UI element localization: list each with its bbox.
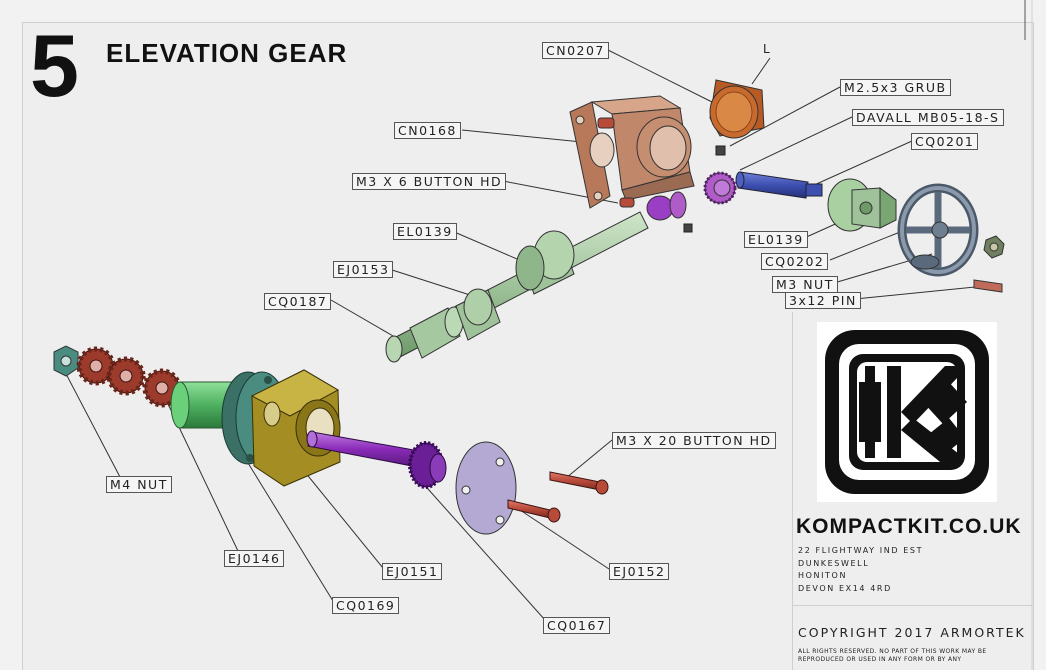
label-m3-nut: M3 NUT — [772, 276, 838, 293]
part-blue-shaft — [735, 171, 823, 199]
leader-cn0168 — [461, 129, 583, 143]
label-cq0202: CQ0202 — [761, 253, 829, 270]
label-ej0146: EJ0146 — [224, 550, 285, 567]
leader-davall — [739, 116, 853, 171]
part-m3x6-screw — [619, 197, 635, 208]
address-line: HONITON — [798, 571, 848, 580]
label-el0139-left: EL0139 — [393, 223, 457, 240]
part-grub-screw — [715, 145, 726, 156]
leader-l — [751, 57, 771, 85]
leader-m25x3-grub — [729, 86, 841, 147]
leader-pin — [854, 286, 976, 300]
part-cq0202-handwheel — [897, 183, 979, 277]
label-m3x20-button: M3 X 20 BUTTON HD — [612, 432, 776, 449]
logo-icon — [825, 330, 989, 494]
leader-lines — [63, 49, 976, 621]
leader-ej0153 — [388, 268, 471, 296]
part-ej0152-plate — [455, 441, 517, 535]
right-margin — [1046, 0, 1063, 670]
label-ej0153: EJ0153 — [333, 261, 394, 278]
part-purple-bush — [646, 191, 687, 221]
leader-m4-nut — [63, 369, 121, 478]
label-davall: DAVALL MB05-18-S — [852, 109, 1004, 126]
leader-cq0202 — [829, 227, 911, 261]
step-number: 5 — [30, 16, 79, 115]
part-ej0146-gears — [76, 346, 182, 408]
copyright-title: COPYRIGHT 2017 ARMORTEK — [798, 625, 1026, 640]
leader-ej0152 — [519, 509, 613, 572]
address-line: 22 FLIGHTWAY IND EST — [798, 546, 924, 555]
label-3x12-pin: 3x12 PIN — [785, 292, 861, 309]
part-3x12-pin — [973, 279, 1003, 293]
label-ej0151: EJ0151 — [382, 563, 443, 580]
part-cq0201-boss — [827, 178, 897, 232]
part-cn0168-bracket — [569, 95, 695, 209]
leader-cn0207 — [607, 49, 713, 103]
label-cn0168: CN0168 — [394, 122, 461, 139]
address-block: 22 FLIGHTWAY IND EST DUNKESWELL HONITON … — [798, 545, 923, 595]
label-l: L — [763, 42, 770, 56]
label-m4-nut: M4 NUT — [106, 476, 172, 493]
page-title: ELEVATION GEAR — [106, 38, 348, 68]
part-cn0207-cap — [709, 79, 765, 139]
label-cq0201: CQ0201 — [911, 133, 979, 150]
leader-m3x20 — [565, 439, 613, 479]
label-el0139-right: EL0139 — [744, 231, 808, 248]
leader-cq0187 — [330, 299, 401, 341]
divider — [792, 605, 1032, 606]
label-m25x3-grub: M2.5x3 GRUB — [840, 79, 951, 96]
label-cq0187: CQ0187 — [264, 293, 332, 310]
leader-ej0151 — [299, 465, 384, 569]
label-ej0152: EJ0152 — [609, 563, 670, 580]
label-cq0169: CQ0169 — [332, 597, 400, 614]
part-cq0167-shaft — [306, 430, 447, 489]
label-cq0167: CQ0167 — [543, 617, 611, 634]
label-cn0207: CN0207 — [542, 42, 609, 59]
leader-cq0201 — [811, 140, 913, 187]
label-m3x6-button: M3 X 6 BUTTON HD — [352, 173, 507, 190]
title-block — [792, 312, 1033, 670]
brand-name: KOMPACTKIT.CO.UK — [796, 515, 1022, 538]
kompactkit-logo — [817, 322, 997, 502]
part-davall-gear — [703, 171, 737, 205]
part-small-grub — [683, 223, 693, 233]
leader-el0139-left — [451, 230, 525, 263]
leader-cq0167 — [419, 479, 546, 621]
part-m3x20-screws — [507, 471, 609, 523]
address-line: DEVON EX14 4RD — [798, 583, 892, 593]
address-line: DUNKESWELL — [798, 558, 870, 568]
leader-cq0169 — [239, 449, 334, 602]
copyright-notice: ALL RIGHTS RESERVED. NO PART OF THIS WOR… — [798, 648, 987, 663]
part-el0139-shaft — [385, 211, 649, 363]
